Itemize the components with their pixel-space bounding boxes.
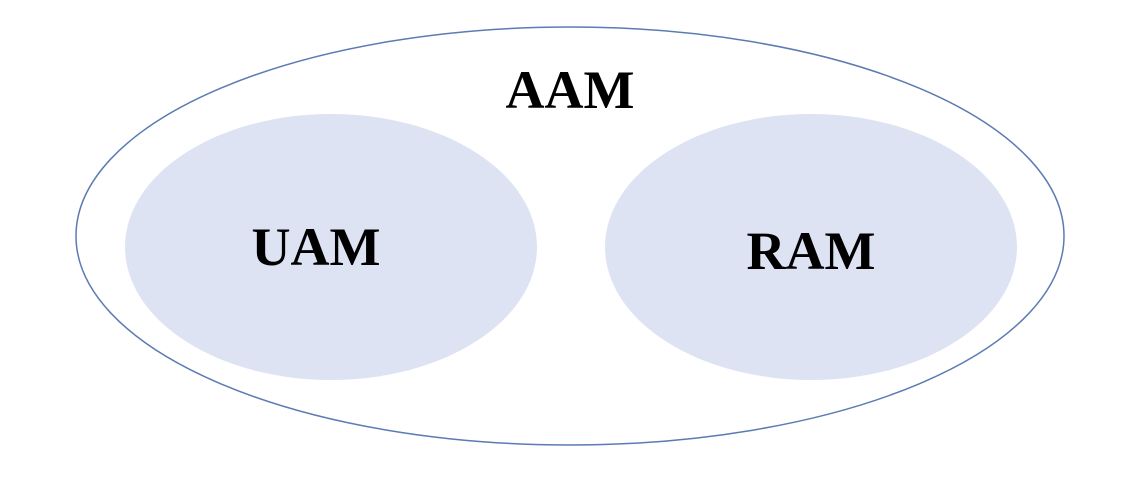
inner-set-ellipse-uam <box>125 114 537 380</box>
inner-set-label-uam: UAM <box>252 217 381 277</box>
inner-set-ellipse-ram <box>605 114 1017 380</box>
inner-set-label-ram: RAM <box>747 221 876 281</box>
outer-set-label: AAM <box>506 60 635 120</box>
